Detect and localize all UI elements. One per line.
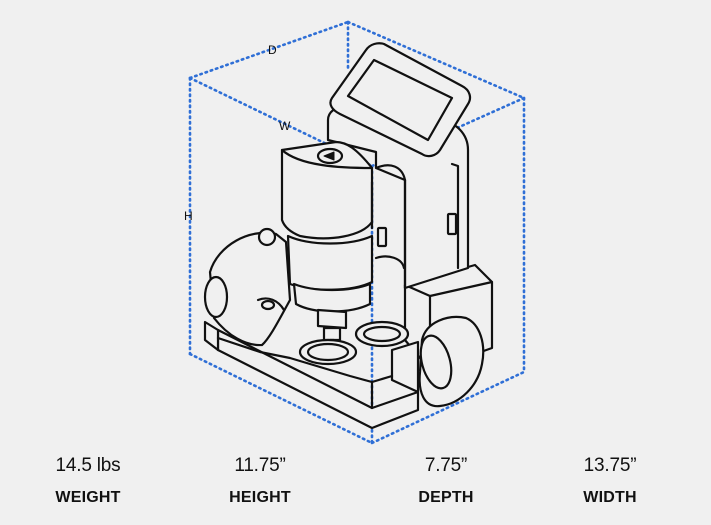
width-label: W [279,119,291,133]
spec-depth: 7.75” DEPTH [366,452,526,516]
spec-height-label: HEIGHT [229,489,291,506]
spec-weight-value: 14.5 lbs [55,455,121,476]
left-handle [208,231,292,347]
spindle-motor [280,140,374,240]
display-screen [346,58,454,142]
spec-weight: 14.5 lbs WEIGHT [8,452,168,516]
product-line-drawing [203,42,494,430]
spec-width-value: 13.75” [583,455,637,476]
product-dimension-diagram: D W H [184,20,526,445]
height-label: H [184,209,193,223]
box-bottom-left-edge [188,352,374,445]
spec-weight-label: WEIGHT [55,489,121,506]
spec-row: 14.5 lbs WEIGHT 11.75” HEIGHT 7.75” DEPT… [0,452,711,522]
collet [316,308,348,330]
spindle-collar [286,234,374,291]
depth-label: D [268,43,277,57]
spec-width: 13.75” WIDTH [530,452,690,516]
spec-height-value: 11.75” [234,455,286,476]
box-top-front-edge [188,76,374,168]
box-bottom-right-edge [370,370,526,445]
spec-depth-value: 7.75” [424,455,468,476]
box-top-back-edge [188,20,350,80]
spindle-lower-ring [292,282,372,313]
left-handle-button [257,227,277,247]
spec-depth-label: DEPTH [418,489,474,506]
spec-height: 11.75” HEIGHT [180,452,340,516]
box-top-right-edge [346,20,526,100]
right-handle-cap [419,334,453,390]
spec-width-label: WIDTH [583,489,637,506]
left-handle-cap [203,275,229,319]
